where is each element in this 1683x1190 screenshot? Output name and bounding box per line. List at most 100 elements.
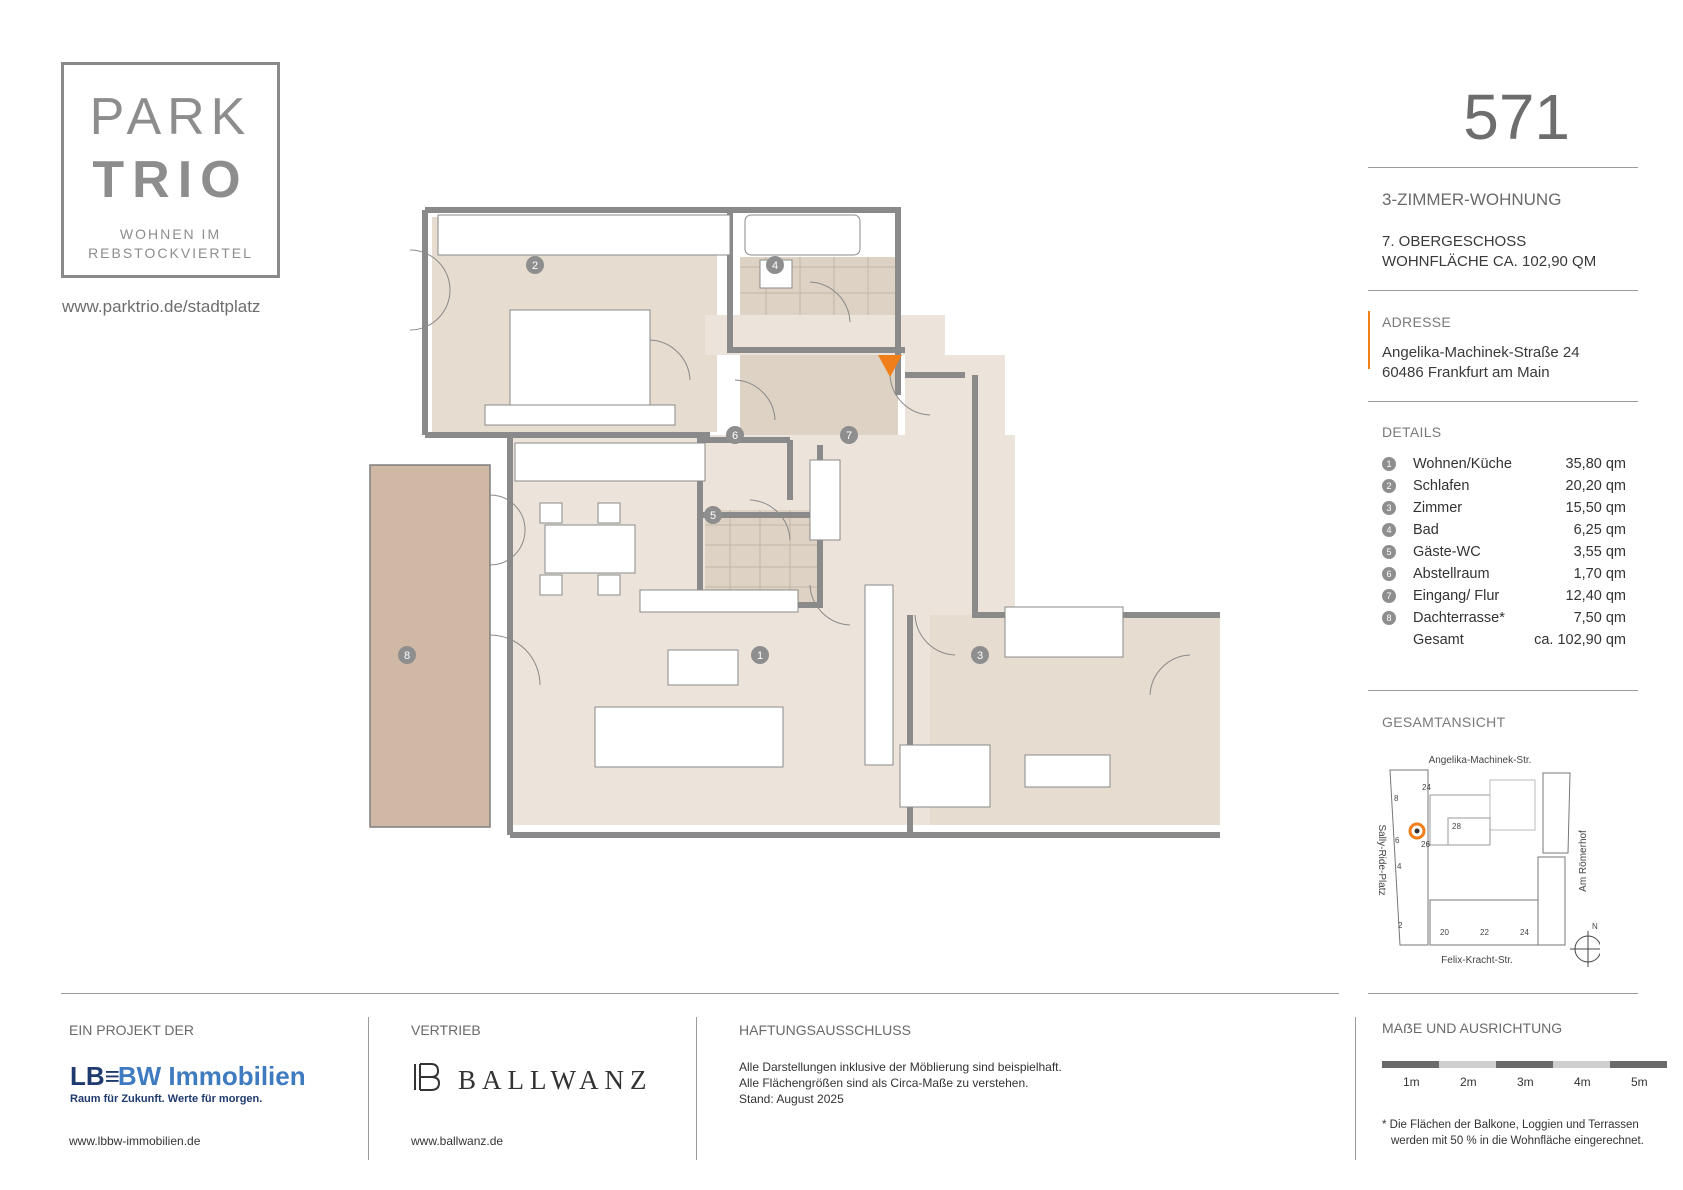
room-area: 1,70 qm bbox=[1573, 566, 1626, 582]
hall-bench bbox=[809, 459, 841, 541]
street-right-label: Am Römerhof bbox=[1578, 830, 1589, 892]
scale-bar bbox=[1382, 1061, 1667, 1068]
room-label: Eingang/ Flur bbox=[1413, 588, 1500, 604]
bed-room3 bbox=[1024, 754, 1111, 788]
logo-subtitle: WOHNEN IM REBSTOCKVIERTEL bbox=[64, 225, 277, 263]
apartment-floor: 7. OBERGESCHOSS bbox=[1382, 233, 1527, 250]
house-number: 6 bbox=[1395, 836, 1400, 845]
north-label: N bbox=[1592, 922, 1598, 931]
room-label: Schlafen bbox=[1413, 478, 1470, 494]
footer-separator bbox=[368, 1017, 369, 1160]
house-number: 2 bbox=[1398, 921, 1403, 930]
project-heading: EIN PROJEKT DER bbox=[69, 1022, 194, 1038]
ballwanz-logo-icon bbox=[411, 1061, 443, 1093]
shelf bbox=[864, 584, 894, 766]
vertrieb-heading: VERTRIEB bbox=[411, 1022, 481, 1038]
footer-separator bbox=[696, 1017, 697, 1160]
details-row: 4 Bad 6,25 qm bbox=[1382, 522, 1626, 544]
house-number: 24 bbox=[1422, 783, 1431, 792]
site-plan-map: Angelika-Machinek-Str. Felix-Kracht-Str.… bbox=[1376, 755, 1600, 967]
desk-room3 bbox=[1004, 606, 1124, 658]
sideboard bbox=[639, 589, 799, 613]
lbbw-slogan: Raum für Zukunft. Werte für morgen. bbox=[70, 1093, 263, 1105]
entrance-marker-icon bbox=[878, 355, 902, 377]
street-top-label: Angelika-Machinek-Str. bbox=[1429, 755, 1532, 766]
scale-heading: MAẞE UND AUSRICHTUNG bbox=[1382, 1020, 1563, 1036]
divider bbox=[1368, 690, 1638, 691]
lbbw-url[interactable]: www.lbbw-immobilien.de bbox=[69, 1134, 201, 1148]
room-badge-5: 5 bbox=[710, 510, 716, 522]
address-line2: 60486 Frankfurt am Main bbox=[1382, 364, 1550, 381]
lbbw-logo-text-b: BW Immobilien bbox=[117, 1061, 306, 1091]
address-accent-bar bbox=[1368, 311, 1370, 369]
ballwanz-logo-text: BALLWANZ bbox=[458, 1065, 653, 1095]
project-url[interactable]: www.parktrio.de/stadtplatz bbox=[62, 297, 261, 316]
street-left-label: Sally-Ride-Platz bbox=[1376, 824, 1387, 895]
haftung-line1: Alle Darstellungen inklusive der Möblier… bbox=[739, 1060, 1062, 1074]
room-number-badge: 6 bbox=[1382, 567, 1396, 581]
scale-label: 1m bbox=[1403, 1075, 1420, 1089]
desk-room3-bottom bbox=[899, 744, 991, 808]
room-area: 20,20 qm bbox=[1565, 478, 1626, 494]
apartment-type: 3-ZIMMER-WOHNUNG bbox=[1382, 190, 1562, 209]
terrace-note-line2: werden mit 50 % in die Wohnfläche einger… bbox=[1391, 1135, 1644, 1147]
divider bbox=[1368, 167, 1638, 168]
scale-label: 5m bbox=[1631, 1075, 1648, 1089]
logo-sub-line1: WOHNEN IM bbox=[119, 226, 222, 242]
footer-divider-right bbox=[1368, 993, 1638, 994]
room-area: 7,50 qm bbox=[1573, 610, 1626, 626]
room-label: Dachterrasse* bbox=[1413, 610, 1505, 626]
park-trio-logo: PARK TRIO WOHNEN IM REBSTOCKVIERTEL bbox=[61, 62, 280, 278]
room-number-badge: 4 bbox=[1382, 523, 1396, 537]
ballwanz-url[interactable]: www.ballwanz.de bbox=[411, 1134, 504, 1148]
bed bbox=[509, 309, 651, 421]
house-number: 20 bbox=[1440, 928, 1449, 937]
room-area: 6,25 qm bbox=[1573, 522, 1626, 538]
room-badge-6: 6 bbox=[732, 430, 738, 442]
room-badge-4: 4 bbox=[772, 260, 778, 272]
room-number-badge: 5 bbox=[1382, 545, 1396, 559]
room-number-badge: 3 bbox=[1382, 501, 1396, 515]
apartment-number: 571 bbox=[1463, 81, 1570, 153]
dining-table bbox=[544, 524, 636, 574]
location-marker-dot bbox=[1414, 828, 1420, 834]
scale-label: 4m bbox=[1574, 1075, 1591, 1089]
room-label: Bad bbox=[1413, 522, 1439, 538]
room-badge-8: 8 bbox=[404, 650, 410, 662]
scale-label: 2m bbox=[1460, 1075, 1477, 1089]
sofa bbox=[594, 706, 784, 768]
apartment-area: WOHNFLÄCHE CA. 102,90 QM bbox=[1382, 253, 1597, 270]
lbbw-logo-bars-icon: ≡ bbox=[104, 1061, 120, 1091]
terrace-note-line1: * Die Flächen der Balkone, Loggien und T… bbox=[1382, 1119, 1639, 1131]
lbbw-logo-text-a: LB bbox=[70, 1061, 105, 1091]
site-plan-heading: GESAMTANSICHT bbox=[1382, 714, 1506, 730]
house-number: 26 bbox=[1421, 840, 1430, 849]
scale-label: 3m bbox=[1517, 1075, 1534, 1089]
address-line1: Angelika-Machinek-Straße 24 bbox=[1382, 344, 1580, 361]
street-bottom-label: Felix-Kracht-Str. bbox=[1441, 955, 1513, 966]
room-label: Zimmer bbox=[1413, 500, 1463, 516]
total-label: Gesamt bbox=[1413, 632, 1464, 648]
haftung-line2: Alle Flächengrößen sind als Circa-Maße z… bbox=[739, 1076, 1029, 1090]
site-building-west bbox=[1389, 769, 1429, 946]
room-area: 35,80 qm bbox=[1565, 456, 1626, 472]
divider bbox=[1368, 290, 1638, 291]
room-area: 3,55 qm bbox=[1573, 544, 1626, 560]
terrace-area bbox=[369, 464, 491, 828]
logo-park-text: PARK bbox=[89, 88, 252, 146]
house-number: 22 bbox=[1480, 928, 1489, 937]
address-heading: ADRESSE bbox=[1382, 314, 1452, 330]
storage-area bbox=[702, 445, 790, 505]
house-number: 24 bbox=[1520, 928, 1529, 937]
floor-plan: 1 2 3 4 5 6 7 8 bbox=[369, 207, 1220, 838]
room-badge-3: 3 bbox=[977, 650, 983, 662]
guest-wc-area bbox=[705, 510, 817, 602]
room-badge-2: 2 bbox=[532, 260, 538, 272]
room-label: Gäste-WC bbox=[1413, 544, 1481, 560]
